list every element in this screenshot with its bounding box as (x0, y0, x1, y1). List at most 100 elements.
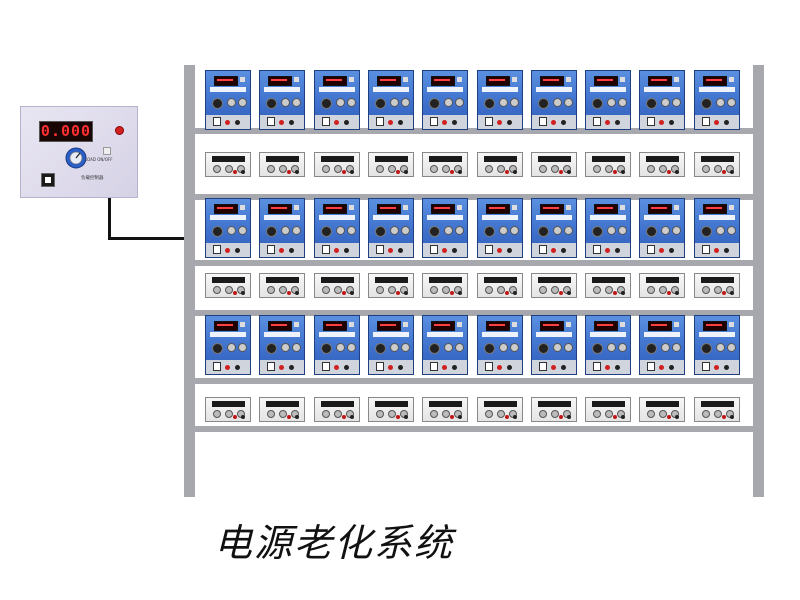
unit-knob[interactable] (429, 226, 440, 237)
unit-switch[interactable] (267, 245, 275, 254)
supply-knob[interactable] (485, 286, 493, 294)
unit-switch[interactable] (213, 117, 221, 126)
unit-switch[interactable] (702, 117, 710, 126)
supply-knob[interactable] (551, 165, 559, 173)
unit-switch[interactable] (593, 117, 601, 126)
unit-switch[interactable] (430, 245, 438, 254)
supply-knob[interactable] (551, 286, 559, 294)
supply-knob[interactable] (225, 165, 233, 173)
unit-knob[interactable] (510, 98, 519, 107)
supply-knob[interactable] (702, 165, 710, 173)
unit-switch[interactable] (322, 362, 330, 371)
supply-knob[interactable] (322, 165, 330, 173)
unit-switch[interactable] (647, 245, 655, 254)
supply-knob[interactable] (647, 165, 655, 173)
unit-knob[interactable] (227, 98, 236, 107)
supply-knob[interactable] (334, 286, 342, 294)
unit-knob[interactable] (375, 98, 386, 109)
unit-knob[interactable] (375, 343, 386, 354)
unit-knob[interactable] (592, 98, 603, 109)
controller-knob[interactable] (65, 147, 87, 169)
supply-knob[interactable] (376, 165, 384, 173)
unit-knob[interactable] (266, 226, 277, 237)
unit-knob[interactable] (499, 343, 508, 352)
unit-knob[interactable] (510, 226, 519, 235)
unit-knob[interactable] (292, 343, 301, 352)
unit-switch[interactable] (539, 117, 547, 126)
unit-knob[interactable] (646, 343, 657, 354)
unit-switch[interactable] (267, 117, 275, 126)
unit-switch[interactable] (593, 362, 601, 371)
unit-knob[interactable] (538, 343, 549, 354)
supply-knob[interactable] (442, 410, 450, 418)
supply-knob[interactable] (430, 286, 438, 294)
supply-knob[interactable] (267, 410, 275, 418)
supply-knob[interactable] (605, 286, 613, 294)
unit-switch[interactable] (647, 117, 655, 126)
supply-knob[interactable] (279, 410, 287, 418)
unit-knob[interactable] (564, 343, 573, 352)
supply-knob[interactable] (430, 165, 438, 173)
unit-knob[interactable] (336, 226, 345, 235)
unit-knob[interactable] (401, 226, 410, 235)
unit-switch[interactable] (376, 245, 384, 254)
unit-knob[interactable] (592, 226, 603, 237)
supply-knob[interactable] (605, 165, 613, 173)
unit-switch[interactable] (702, 362, 710, 371)
supply-knob[interactable] (388, 165, 396, 173)
unit-knob[interactable] (212, 98, 223, 109)
unit-knob[interactable] (401, 98, 410, 107)
unit-switch[interactable] (485, 245, 493, 254)
unit-switch[interactable] (485, 362, 493, 371)
supply-knob[interactable] (388, 286, 396, 294)
supply-knob[interactable] (376, 410, 384, 418)
supply-knob[interactable] (605, 410, 613, 418)
supply-knob[interactable] (714, 410, 722, 418)
supply-knob[interactable] (485, 410, 493, 418)
unit-knob[interactable] (701, 226, 712, 237)
supply-knob[interactable] (376, 286, 384, 294)
supply-knob[interactable] (497, 286, 505, 294)
unit-switch[interactable] (539, 245, 547, 254)
supply-knob[interactable] (267, 165, 275, 173)
unit-switch[interactable] (593, 245, 601, 254)
unit-knob[interactable] (553, 98, 562, 107)
unit-knob[interactable] (484, 226, 495, 237)
unit-switch[interactable] (213, 362, 221, 371)
unit-knob[interactable] (455, 98, 464, 107)
unit-knob[interactable] (292, 226, 301, 235)
supply-knob[interactable] (322, 286, 330, 294)
supply-knob[interactable] (593, 165, 601, 173)
supply-knob[interactable] (442, 286, 450, 294)
supply-knob[interactable] (334, 410, 342, 418)
unit-knob[interactable] (455, 343, 464, 352)
unit-knob[interactable] (672, 226, 681, 235)
unit-knob[interactable] (484, 343, 495, 354)
supply-knob[interactable] (485, 165, 493, 173)
unit-knob[interactable] (592, 343, 603, 354)
unit-switch[interactable] (376, 362, 384, 371)
unit-knob[interactable] (646, 226, 657, 237)
unit-knob[interactable] (661, 98, 670, 107)
supply-knob[interactable] (659, 286, 667, 294)
unit-switch[interactable] (376, 117, 384, 126)
unit-knob[interactable] (672, 343, 681, 352)
unit-knob[interactable] (701, 98, 712, 109)
unit-knob[interactable] (444, 226, 453, 235)
unit-knob[interactable] (716, 226, 725, 235)
unit-knob[interactable] (375, 226, 386, 237)
unit-switch[interactable] (322, 117, 330, 126)
supply-knob[interactable] (213, 286, 221, 294)
supply-knob[interactable] (647, 286, 655, 294)
unit-knob[interactable] (646, 98, 657, 109)
unit-knob[interactable] (429, 98, 440, 109)
unit-knob[interactable] (347, 98, 356, 107)
unit-switch[interactable] (539, 362, 547, 371)
unit-knob[interactable] (266, 343, 277, 354)
unit-knob[interactable] (212, 226, 223, 237)
unit-knob[interactable] (429, 343, 440, 354)
supply-knob[interactable] (539, 286, 547, 294)
unit-knob[interactable] (499, 98, 508, 107)
unit-knob[interactable] (281, 226, 290, 235)
unit-knob[interactable] (564, 226, 573, 235)
